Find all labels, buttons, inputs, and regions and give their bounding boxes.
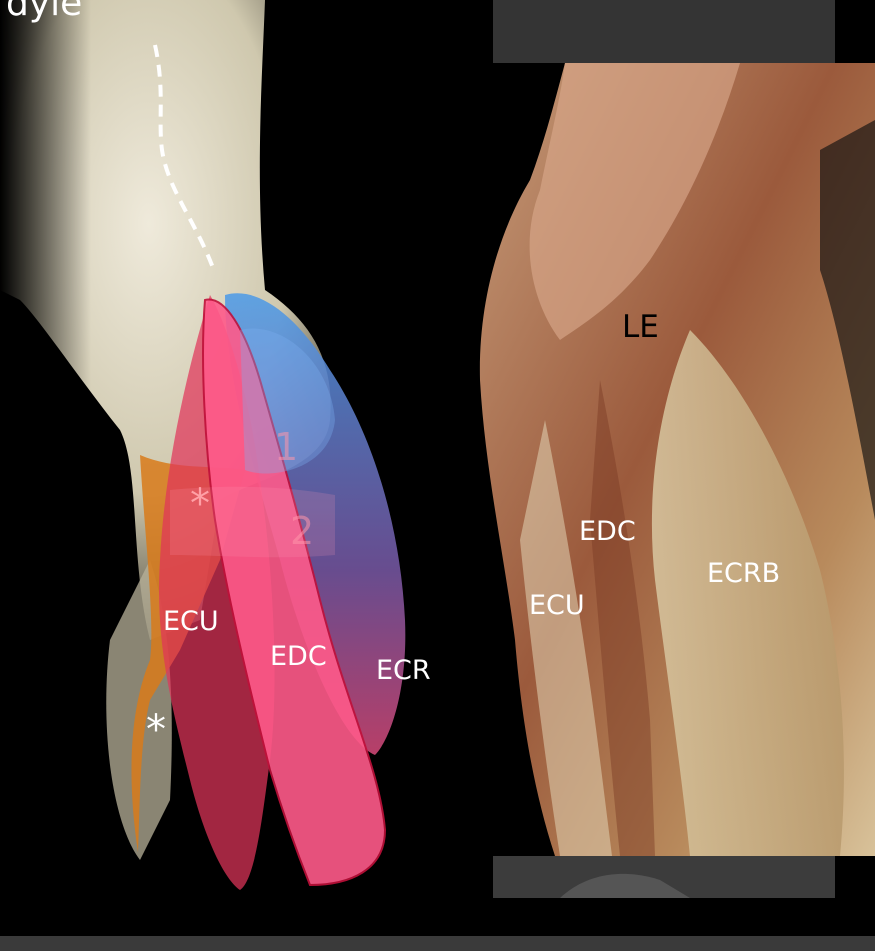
number-1-label: 1 <box>274 428 298 466</box>
number-2-label: 2 <box>290 512 314 550</box>
right-ecrb-label: ECRB <box>707 560 780 587</box>
lateral-epicondyle-label: LE <box>622 312 659 343</box>
right-ecu-label: ECU <box>529 592 585 619</box>
right-edc-label: EDC <box>579 518 636 545</box>
asterisk-lower: * <box>146 710 166 750</box>
left-ecu-label: ECU <box>163 608 219 635</box>
top-title-fragment: dyle <box>6 0 82 22</box>
dissection-photo <box>480 63 875 856</box>
left-ecr-label: ECR <box>376 657 431 684</box>
bottom-strip <box>0 936 875 951</box>
asterisk-upper: * <box>190 484 210 524</box>
left-edc-label: EDC <box>270 643 327 670</box>
